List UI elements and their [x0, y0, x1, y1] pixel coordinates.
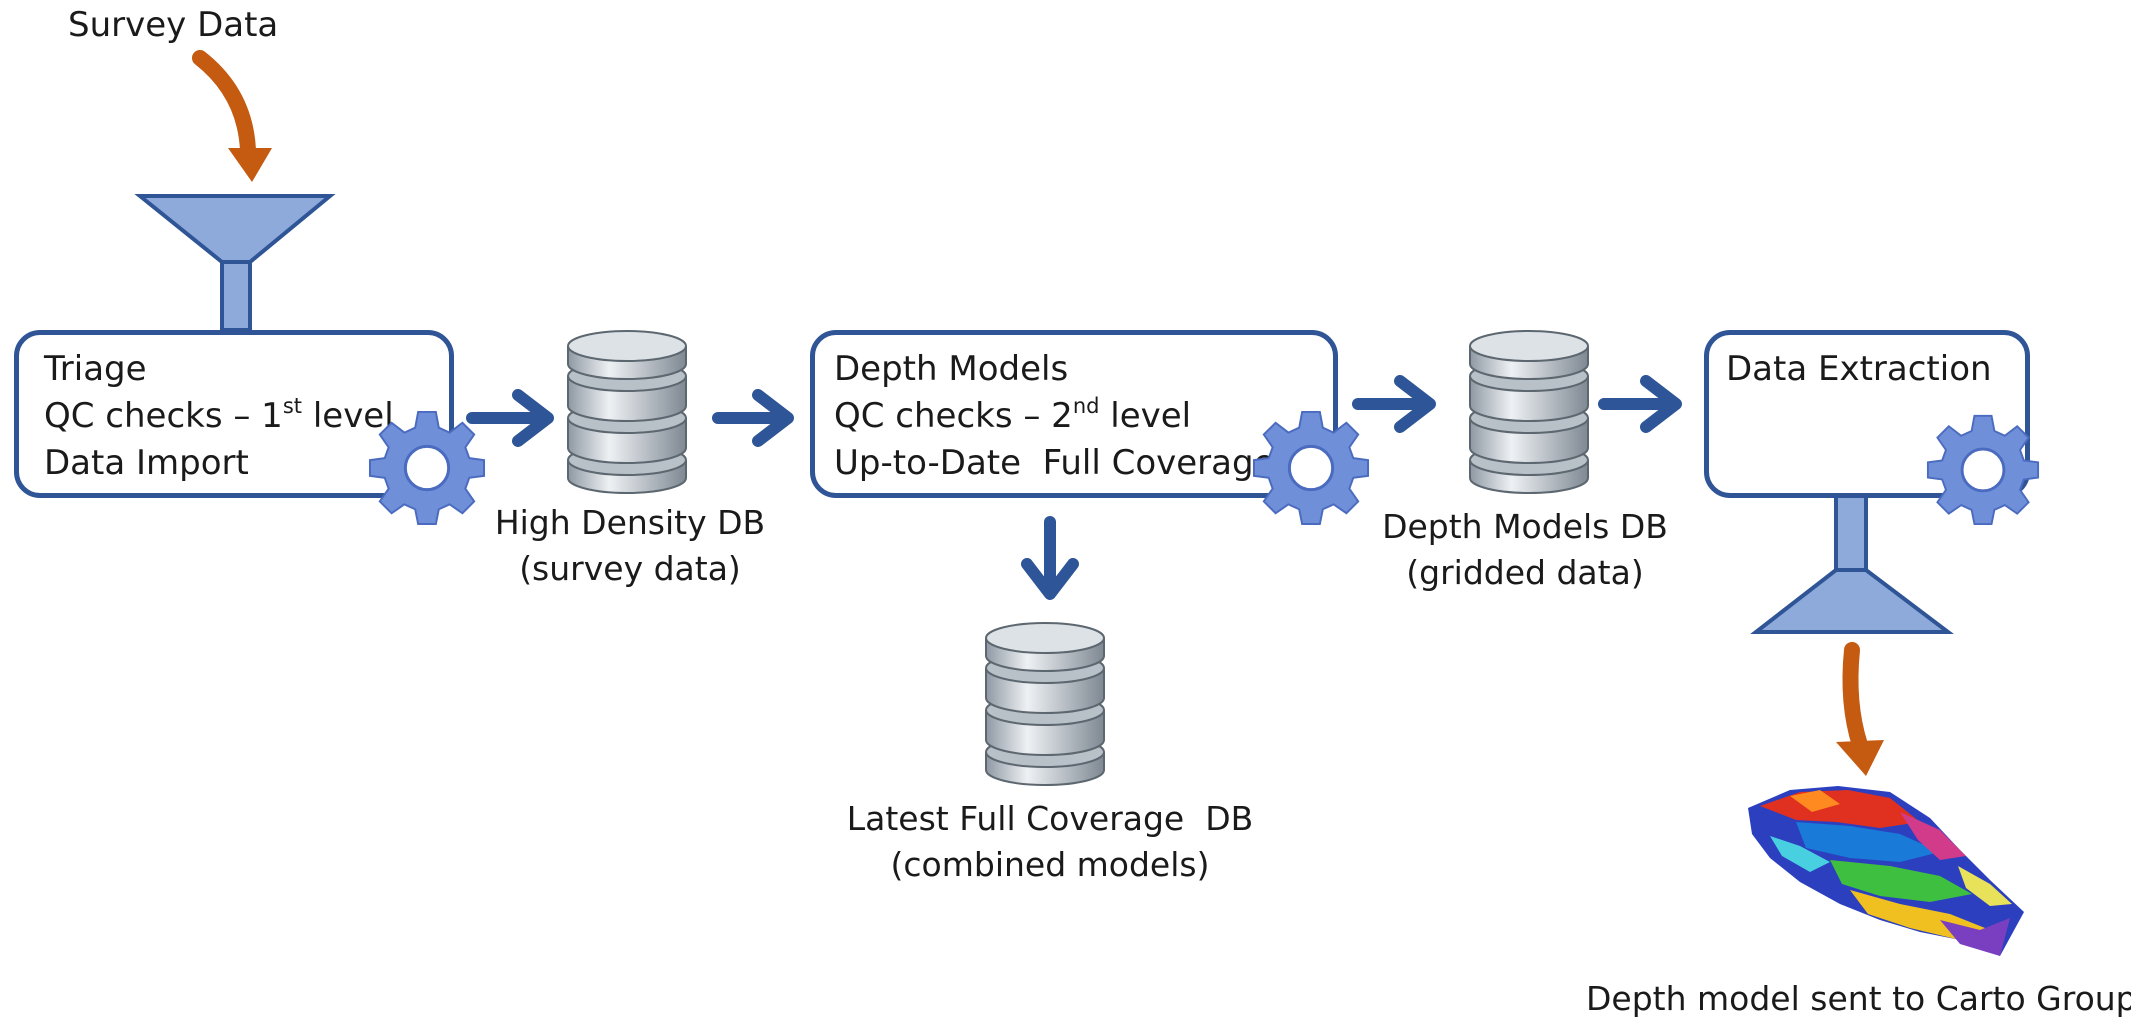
depth-models-qc-line: QC checks – 2nd level [834, 393, 1192, 436]
high-density-db-subtitle: (survey data) [519, 549, 741, 588]
latest-full-coverage-db-label: Latest Full Coverage DB (combined models… [830, 796, 1270, 888]
arrow-right-icon [1352, 375, 1436, 433]
input-funnel-icon [134, 194, 336, 332]
gear-icon [368, 410, 486, 526]
output-curved-arrow-icon [1836, 642, 1884, 776]
arrow-right-icon [466, 389, 554, 447]
arrow-right-icon [1598, 375, 1682, 433]
arrow-down-icon [1021, 516, 1079, 600]
input-curved-arrow-icon [192, 50, 272, 182]
gear-icon [1926, 414, 2040, 526]
latest-full-coverage-db-title: Latest Full Coverage DB [846, 799, 1254, 838]
database-icon [1469, 330, 1589, 494]
triage-qc-line: QC checks – 1st level [44, 393, 394, 436]
high-density-db-label: High Density DB (survey data) [490, 500, 770, 592]
depth-models-coverage-line: Up-to-Date Full Coverage [834, 443, 1275, 483]
triage-title: Triage [44, 349, 147, 389]
database-icon [567, 330, 687, 494]
depth-models-db-label: Depth Models DB (gridded data) [1380, 504, 1670, 596]
triage-text: Triage QC checks – 1st level Data Import [44, 346, 394, 487]
depth-models-db-title: Depth Models DB [1382, 507, 1668, 546]
database-icon [985, 622, 1105, 786]
depth-models-title: Depth Models [834, 349, 1069, 389]
depth-models-box [810, 330, 1338, 498]
depth-models-text: Depth Models QC checks – 2nd level Up-to… [834, 346, 1275, 487]
output-funnel-icon [1750, 494, 1954, 634]
output-label: Depth model sent to Carto Group [1586, 979, 2131, 1018]
latest-full-coverage-db-subtitle: (combined models) [890, 845, 1210, 884]
data-extraction-text: Data Extraction [1726, 346, 1992, 393]
triage-import-line: Data Import [44, 443, 249, 483]
arrow-right-icon [712, 389, 794, 447]
high-density-db-title: High Density DB [494, 503, 766, 542]
terrain-model-image [1748, 786, 2024, 956]
depth-models-db-subtitle: (gridded data) [1406, 553, 1644, 592]
gear-icon [1252, 410, 1370, 526]
survey-data-label: Survey Data [68, 5, 279, 45]
data-extraction-title: Data Extraction [1726, 349, 1992, 389]
